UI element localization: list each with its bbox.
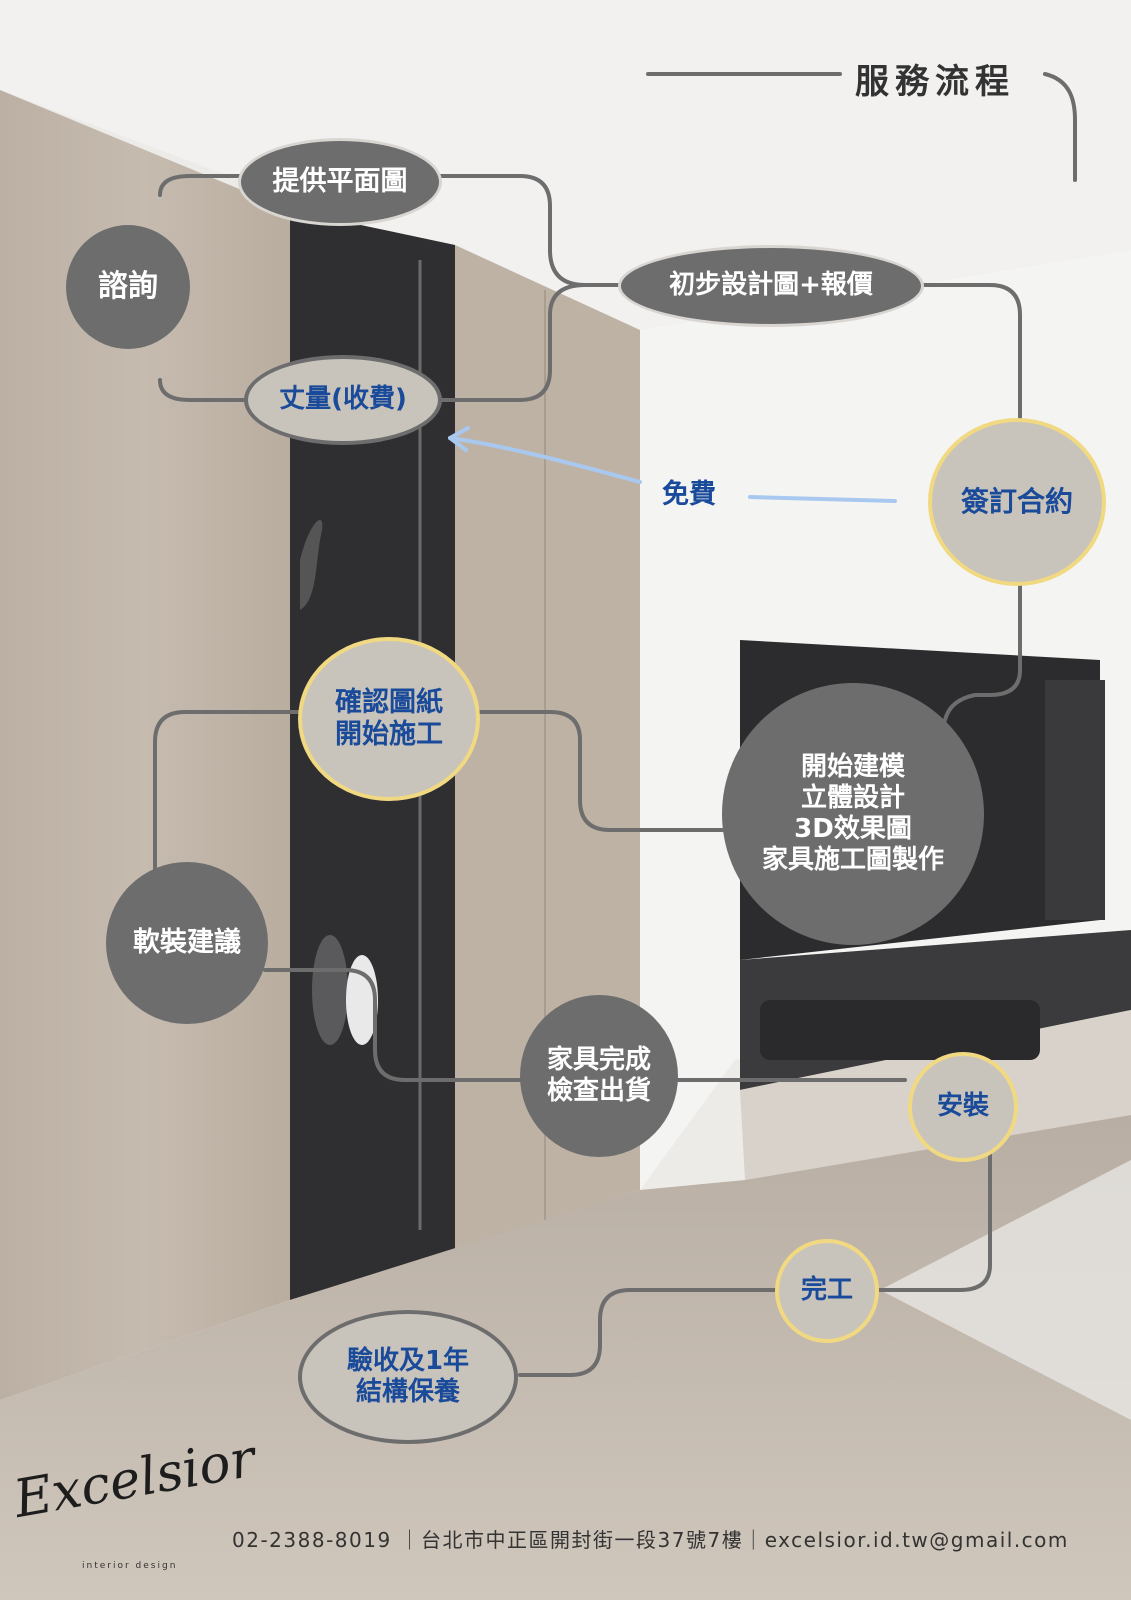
step-consult: 諮詢 [66,225,190,349]
step-acceptance-line-2: 結構保養 [355,1377,460,1407]
free-annotation: 免費 [662,479,716,510]
step-complete-label: 完工 [800,1275,853,1306]
step-modeling-line-1: 開始建模 [800,751,905,782]
step-acceptance-line-1: 驗收及1年 [346,1345,470,1376]
step-contract-label: 簽訂合約 [960,485,1073,519]
step-furniture-line-2: 檢查出貨 [546,1076,651,1106]
step-confirm-line-2: 開始施工 [335,719,443,750]
step-modeling-line-4: 家具施工圖製作 [761,845,944,876]
page-title: 服務流程 [855,62,1015,102]
step-acceptance: 驗收及1年 結構保養 [298,1310,518,1444]
step-install: 安裝 [908,1052,1018,1162]
logo-tagline: interior design [82,1561,178,1571]
step-contract: 簽訂合約 [928,418,1106,586]
step-modeling-line-3: 3D效果圖 [794,814,912,844]
step-complete: 完工 [775,1239,879,1343]
step-consult-label: 諮詢 [98,269,158,304]
step-confirm-line-1: 確認圖紙 [335,686,443,718]
step-design-quote-label: 初步設計圖+報價 [669,270,873,301]
step-floorplan-label: 提供平面圖 [272,165,408,197]
step-soft-furnishing: 軟裝建議 [106,862,268,1024]
step-floorplan: 提供平面圖 [238,138,442,226]
step-measure: 丈量(收費) [244,355,442,445]
step-confirm: 確認圖紙 開始施工 [298,637,480,801]
step-design-quote: 初步設計圖+報價 [618,245,924,327]
step-measure-label: 丈量(收費) [279,384,407,415]
step-furniture-line-1: 家具完成 [546,1044,651,1075]
step-furniture-check: 家具完成 檢查出貨 [520,995,678,1157]
step-soft-furnishing-label: 軟裝建議 [133,926,241,958]
step-modeling: 開始建模 立體設計 3D效果圖 家具施工圖製作 [722,683,984,945]
step-modeling-line-2: 立體設計 [800,782,905,813]
step-install-label: 安裝 [936,1091,989,1122]
contact-footer: 02-2388-8019 ｜台北市中正區開封街一段37號7樓｜excelsior… [232,1528,1069,1552]
